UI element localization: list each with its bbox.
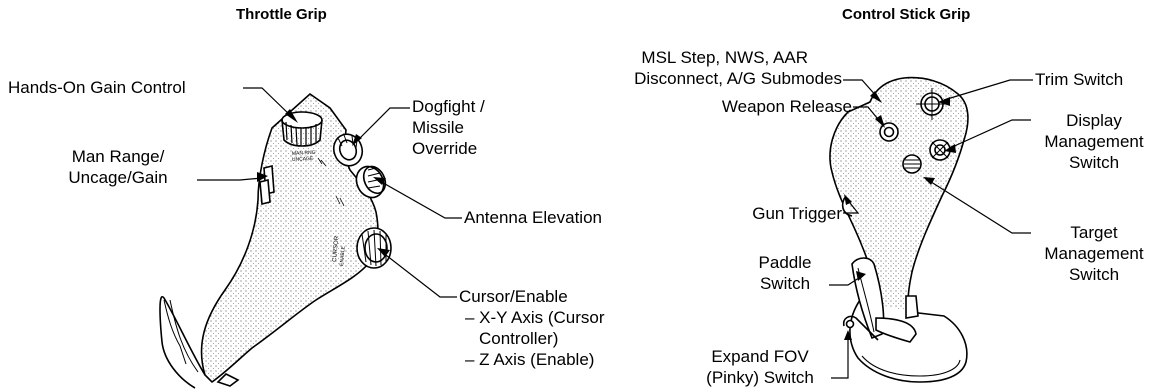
label-cursor-enable: Cursor/Enable – X-Y Axis (Cursor Control… bbox=[459, 286, 605, 370]
label-trim-switch: Trim Switch bbox=[1035, 69, 1123, 90]
control-stick-grip-title: Control Stick Grip bbox=[842, 6, 970, 23]
label-target-management-switch: Target Management Switch bbox=[1032, 222, 1156, 285]
label-msl-step-nws-aar: MSL Step, NWS, AAR Disconnect, A/G Submo… bbox=[580, 47, 842, 89]
label-paddle-switch: Paddle Switch bbox=[740, 252, 830, 294]
label-man-range-line2: Uncage/Gain bbox=[38, 167, 198, 188]
uncage-marking: UNCAGE bbox=[292, 156, 314, 163]
label-dogfight-line2: Missile bbox=[412, 117, 485, 138]
label-expand-fov-pinky-switch: Expand FOV (Pinky) Switch bbox=[690, 346, 830, 388]
label-msl-line2: Disconnect, A/G Submodes bbox=[580, 68, 842, 89]
label-man-range-uncage-gain: Man Range/ Uncage/Gain bbox=[38, 146, 198, 188]
label-display-management-switch: Display Management Switch bbox=[1032, 110, 1156, 173]
label-target-line1: Target bbox=[1032, 222, 1156, 243]
label-target-line2: Management bbox=[1032, 243, 1156, 264]
label-display-line1: Display bbox=[1032, 110, 1156, 131]
label-cursor-line1: Cursor/Enable bbox=[459, 286, 605, 307]
label-paddle-line1: Paddle bbox=[740, 252, 830, 273]
label-dogfight-line1: Dogfight / bbox=[412, 96, 485, 117]
throttle-grip-title: Throttle Grip bbox=[236, 6, 327, 23]
label-expand-line1: Expand FOV bbox=[690, 346, 830, 367]
label-weapon-release: Weapon Release bbox=[640, 96, 852, 117]
label-paddle-line2: Switch bbox=[740, 273, 830, 294]
stick-grip-illustration bbox=[830, 78, 968, 382]
label-cursor-line4: – Z Axis (Enable) bbox=[459, 349, 605, 370]
label-cursor-line3: Controller) bbox=[459, 328, 605, 349]
label-antenna-elevation: Antenna Elevation bbox=[464, 207, 602, 228]
label-cursor-line2: – X-Y Axis (Cursor bbox=[459, 307, 605, 328]
label-hands-on-gain-control: Hands-On Gain Control bbox=[8, 77, 186, 98]
label-gun-trigger: Gun Trigger bbox=[700, 203, 842, 224]
label-display-line2: Management bbox=[1032, 131, 1156, 152]
label-dogfight-missile-override: Dogfight / Missile Override bbox=[412, 96, 485, 159]
label-target-line3: Switch bbox=[1032, 264, 1156, 285]
label-man-range-line1: Man Range/ bbox=[38, 146, 198, 167]
label-expand-line2: (Pinky) Switch bbox=[690, 367, 830, 388]
label-dogfight-line3: Override bbox=[412, 138, 485, 159]
label-display-line3: Switch bbox=[1032, 152, 1156, 173]
label-msl-line1: MSL Step, NWS, AAR bbox=[580, 47, 842, 68]
